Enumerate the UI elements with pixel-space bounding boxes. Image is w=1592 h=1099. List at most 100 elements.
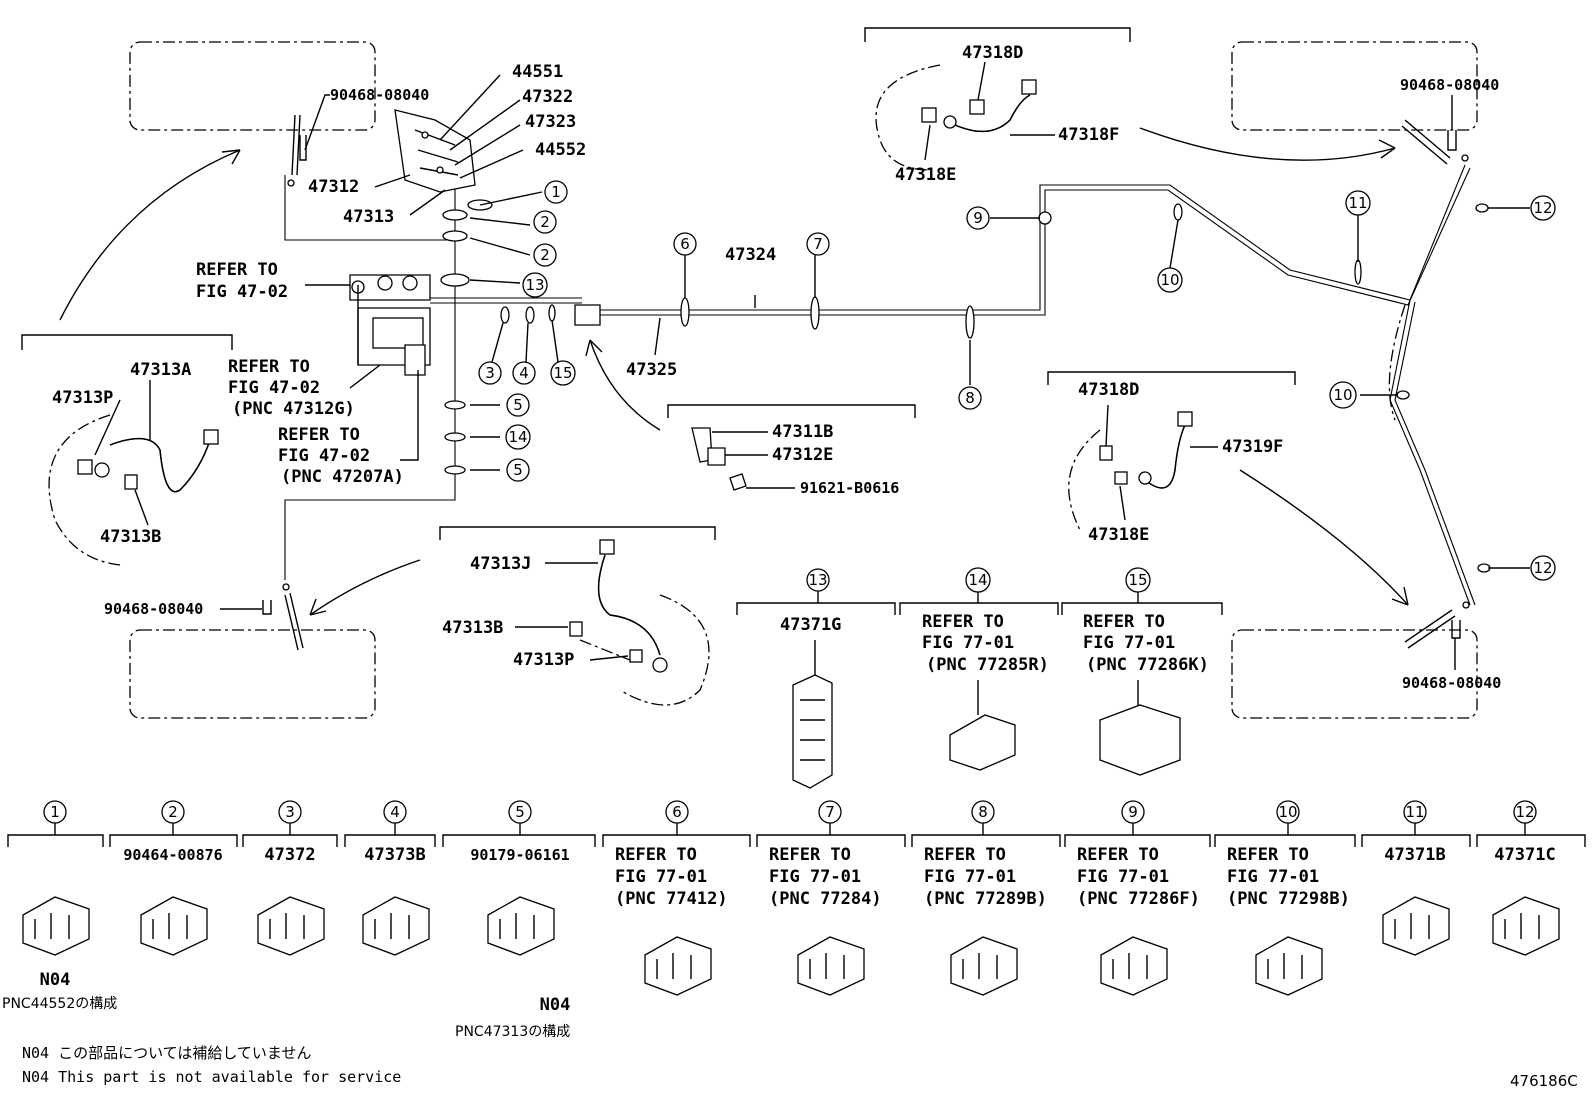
refer-fig-4702-b: REFER TO FIG 47-02 (PNC 47312G)	[228, 357, 355, 419]
svg-text:10: 10	[1333, 386, 1352, 404]
svg-text:(PNC 77286K): (PNC 77286K)	[1086, 655, 1209, 675]
bolt-top-right	[1401, 95, 1469, 165]
svg-text:13: 13	[808, 571, 827, 589]
label-47323: 47323	[525, 112, 576, 132]
center-leaders	[305, 74, 1530, 569]
clip-part-4	[362, 896, 430, 956]
clip-part-7	[797, 936, 865, 996]
bottom-clip-4-text-0: 47373B	[364, 845, 425, 865]
clip-panel-13: 13 47371G	[736, 568, 896, 789]
arrow-to-top-left	[59, 149, 241, 321]
svg-text:5: 5	[513, 461, 523, 479]
svg-text:5: 5	[513, 396, 523, 414]
svg-text:11: 11	[1348, 194, 1367, 212]
label-47313A-left: 47313A	[130, 360, 191, 380]
bolt-top-left	[287, 94, 330, 187]
svg-text:REFER TO: REFER TO	[1083, 612, 1165, 632]
arrowhead-bottom-left	[309, 598, 327, 616]
bottom-clip-10-text-0: REFER TO	[1227, 845, 1309, 865]
label-47313B-bottom: 47313B	[442, 618, 503, 638]
bottom-clip-12-text-0: 47371C	[1494, 845, 1555, 865]
svg-text:(PNC 77285R): (PNC 77285R)	[926, 655, 1049, 675]
svg-text:47371G: 47371G	[780, 615, 841, 635]
label-47313B-left: 47313B	[100, 527, 161, 547]
label-47322: 47322	[522, 87, 573, 107]
label-47313P-left: 47313P	[52, 388, 113, 408]
svg-text:15: 15	[553, 364, 572, 382]
bottom-clip-5-text-0: 90179-06161	[470, 846, 569, 864]
bottom-clip-9-text-0: REFER TO	[1077, 845, 1159, 865]
bottom-clip-10-text-2: (PNC 77298B)	[1227, 889, 1350, 909]
callout-12: 12	[1515, 803, 1534, 821]
arrow-to-bottom-left	[309, 559, 421, 616]
refer-fig-4702-c: REFER TO FIG 47-02 (PNC 47207A)	[278, 425, 404, 487]
svg-text:FIG 47-02: FIG 47-02	[228, 378, 320, 398]
bottom-clip-8-text-1: FIG 77-01	[924, 867, 1016, 887]
label-47312: 47312	[308, 177, 359, 197]
clip-part-3	[257, 896, 325, 956]
callout-11: 11	[1405, 803, 1424, 821]
label-47318D-top: 47318D	[962, 43, 1023, 63]
bottom-clip-8-text-0: REFER TO	[924, 845, 1006, 865]
hose-top-right-group	[864, 27, 1131, 171]
callout-8: 8	[978, 803, 988, 821]
svg-text:2: 2	[540, 213, 550, 231]
svg-text:14: 14	[508, 428, 527, 446]
bottom-clip-11-text-0: 47371B	[1384, 845, 1445, 865]
svg-text:(PNC 47207A): (PNC 47207A)	[281, 467, 404, 487]
arrow-to-bottom-right	[1239, 469, 1409, 606]
arrowhead-joint	[585, 339, 603, 357]
clip-panel-15: 15 REFER TO FIG 77-01 (PNC 77286K)	[1061, 567, 1223, 776]
callout-6: 6	[672, 803, 682, 821]
callout-7: 7	[825, 803, 835, 821]
bottom-clip-8-text-2: (PNC 77289B)	[924, 889, 1047, 909]
svg-text:12: 12	[1533, 199, 1552, 217]
svg-text:15: 15	[1128, 571, 1147, 589]
bottom-clip-row: 1N04PNC44552の構成290464-00876347372447373B…	[2, 800, 1586, 1040]
callout-10: 10	[1278, 803, 1297, 821]
svg-text:7: 7	[813, 235, 823, 253]
bolt-bottom-left	[220, 583, 304, 651]
bottom-clip-2: 2 90464-00876	[109, 800, 238, 956]
refer-fig-4702-a: REFER TO FIG 47-02	[196, 260, 288, 302]
bottom-clip-9-text-2: (PNC 77286F)	[1077, 889, 1200, 909]
brake-pipe-main	[284, 140, 1476, 606]
bottom-clip-5-note: PNC47313の構成	[455, 1024, 570, 1040]
svg-text:REFER TO: REFER TO	[196, 260, 278, 280]
clip-part-10	[1255, 936, 1323, 996]
bottom-clip-7-text-1: FIG 77-01	[769, 867, 861, 887]
bottom-clip-3-text-0: 47372	[264, 845, 315, 865]
bottom-clip-1-note: PNC44552の構成	[2, 996, 117, 1012]
pipe-centerline	[1388, 304, 1406, 421]
bottom-clip-10-text-1: FIG 77-01	[1227, 867, 1319, 887]
label-47324: 47324	[725, 245, 776, 265]
label-44552: 44552	[535, 140, 586, 160]
callout-1: 1	[50, 803, 60, 821]
clip-part-8	[950, 936, 1018, 996]
clip-part-1	[22, 896, 90, 956]
svg-text:8: 8	[965, 389, 975, 407]
arrow-to-top-right	[1139, 127, 1396, 161]
bottom-clip-12: 12 47371C	[1476, 800, 1586, 956]
label-90468-top-left: 90468-08040	[330, 86, 429, 104]
pipe-clips	[440, 199, 1491, 573]
figure-code: 476186C	[1510, 1072, 1578, 1090]
svg-text:10: 10	[1160, 271, 1179, 289]
bottom-clip-6-text-1: FIG 77-01	[615, 867, 707, 887]
area-box-top-right	[1231, 41, 1478, 131]
label-90468-bottom-right: 90468-08040	[1402, 674, 1501, 692]
svg-text:3: 3	[485, 364, 495, 382]
callout-2: 2	[168, 803, 178, 821]
svg-text:1: 1	[551, 183, 561, 201]
area-box-bottom-right	[1231, 629, 1478, 719]
label-47313P-bottom: 47313P	[513, 650, 574, 670]
arrowhead-bottom-right	[1391, 586, 1409, 606]
bottom-clip-5-sub: N04	[540, 995, 571, 1015]
bottom-clip-2-text-0: 90464-00876	[123, 846, 222, 864]
